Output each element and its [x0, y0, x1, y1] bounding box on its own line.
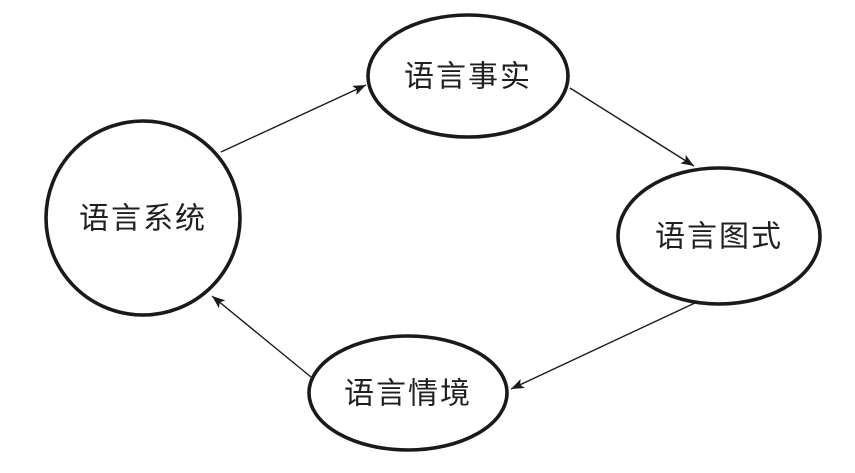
node-language-facts-shape	[366, 13, 570, 139]
edge-schema-to-situation	[510, 301, 698, 390]
node-language-situation: 语言情境	[307, 334, 509, 452]
edge-facts-to-schema	[569, 87, 695, 167]
node-language-system: 语言系统	[44, 119, 242, 317]
node-language-system-label: 语言系统	[79, 202, 207, 237]
edge-system-to-facts	[220, 84, 367, 153]
node-language-situation-shape	[307, 334, 509, 452]
node-language-facts: 语言事实	[366, 13, 570, 139]
edge-situation-to-system	[211, 295, 312, 378]
node-language-facts-label: 语言事实	[404, 60, 532, 95]
node-language-system-shape	[44, 119, 242, 317]
node-language-schema-shape	[616, 166, 822, 306]
node-language-schema-label: 语言图式	[655, 220, 783, 255]
node-language-situation-label: 语言情境	[344, 377, 472, 412]
node-language-schema: 语言图式	[616, 166, 822, 306]
